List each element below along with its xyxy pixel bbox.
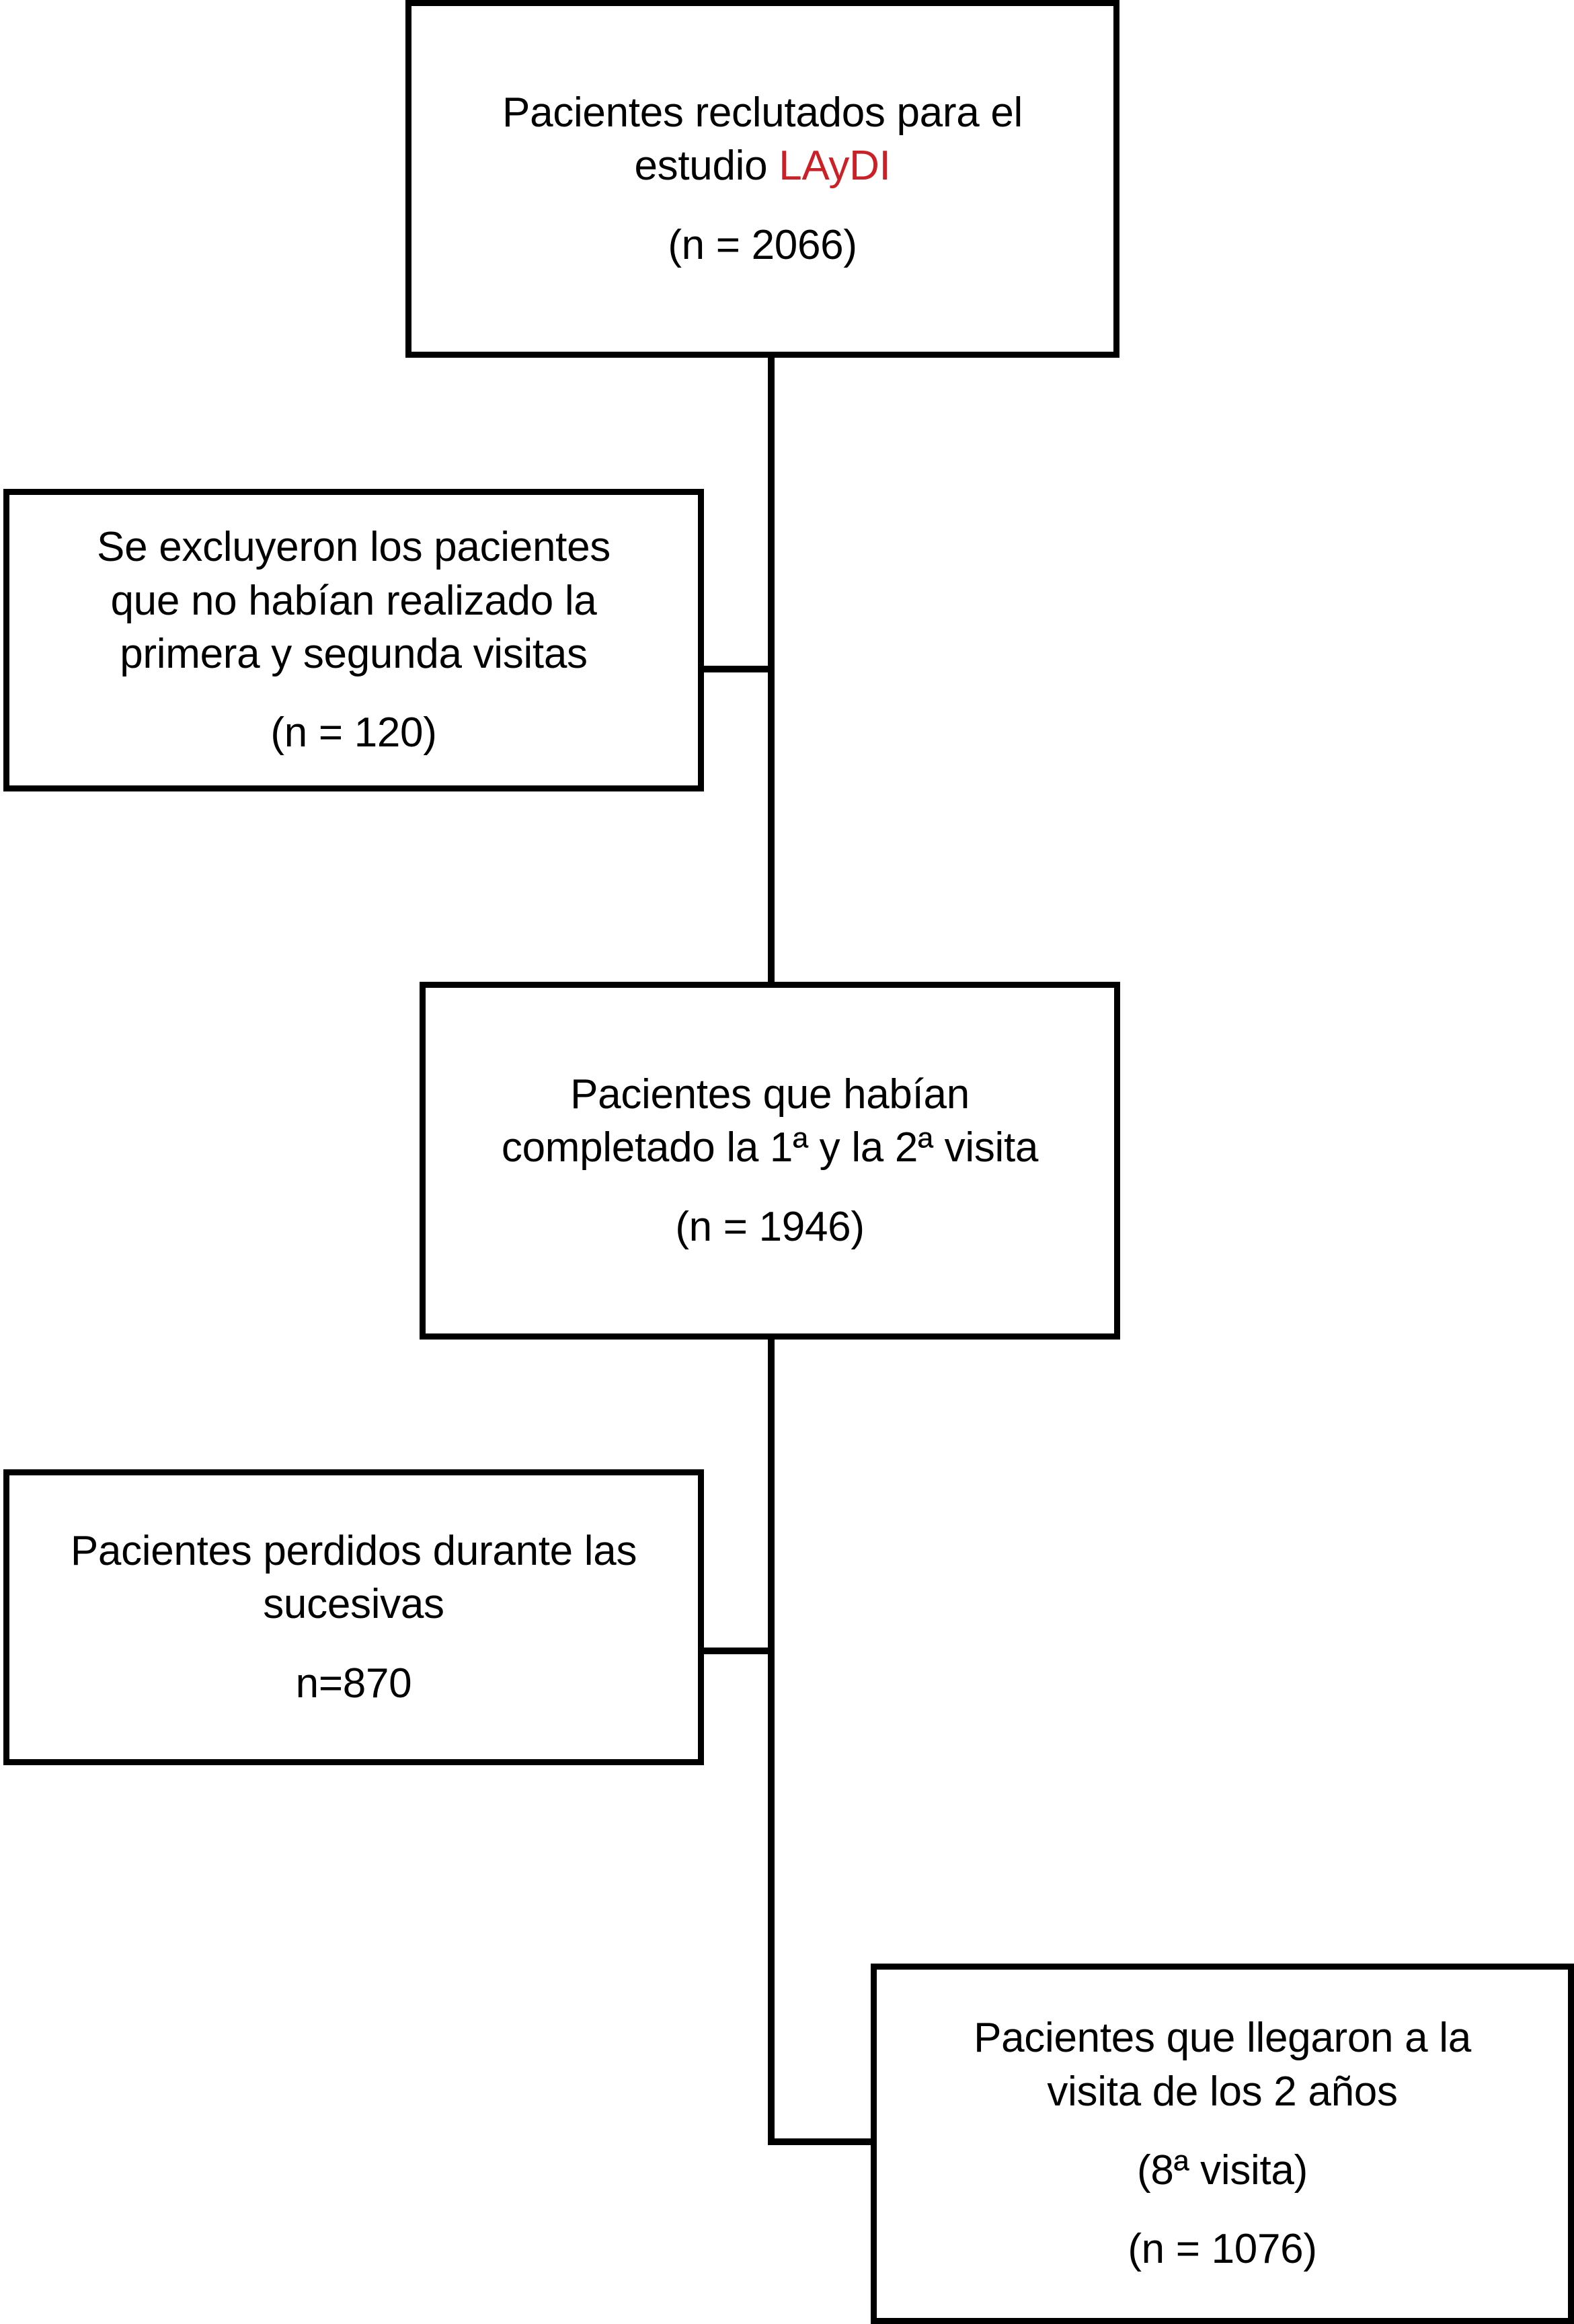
node-recruited-line2-text: estudio (634, 143, 779, 190)
node-reached-count: (n = 1076) (1128, 2226, 1317, 2273)
node-recruited-line2: estudio LAyDI (635, 139, 891, 192)
node-recruited-line1: Pacientes reclutados para el (502, 89, 1023, 136)
node-patients-recruited: Pacientes reclutados para el estudio LAy… (405, 0, 1119, 358)
node-completed-count: (n = 1946) (675, 1203, 865, 1250)
node-completed-line2: completado la 1ª y la 2ª visita (501, 1124, 1039, 1171)
connector-excluded-branch (698, 666, 772, 672)
connector-elbow-to-reached (768, 2138, 875, 2145)
node-lost-line2: sucesivas (263, 1581, 444, 1628)
node-excluded-line2: que no habían realizado la (110, 577, 597, 624)
node-excluded-line1: Se excluyeron los pacientes (97, 524, 611, 571)
node-reached-line1: Pacientes que llegaron a la (974, 2015, 1471, 2062)
node-patients-lost-followup: Pacientes perdidos durante las sucesivas… (3, 1469, 704, 1765)
node-patients-excluded: Se excluyeron los pacientes que no había… (3, 489, 704, 791)
connector-completed-to-reached (768, 1335, 775, 2145)
node-reached-visit-label: (8ª visita) (1137, 2147, 1308, 2194)
node-lost-count: n=870 (295, 1660, 412, 1707)
connector-lost-branch (698, 1648, 772, 1654)
node-recruited-count: (n = 2066) (668, 221, 857, 268)
node-reached-line2: visita de los 2 años (1047, 2068, 1398, 2115)
node-completed-line1: Pacientes que habían (570, 1071, 970, 1118)
node-excluded-line3: primera y segunda visitas (120, 631, 588, 677)
study-name-laydi: LAyDI (779, 143, 891, 190)
node-lost-line1: Pacientes perdidos durante las (70, 1527, 637, 1574)
node-patients-reached-two-years: Pacientes que llegaron a la visita de lo… (871, 1964, 1574, 2324)
node-excluded-count: (n = 120) (270, 709, 437, 757)
node-patients-completed-visits: Pacientes que habían completado la 1ª y … (420, 982, 1120, 1340)
